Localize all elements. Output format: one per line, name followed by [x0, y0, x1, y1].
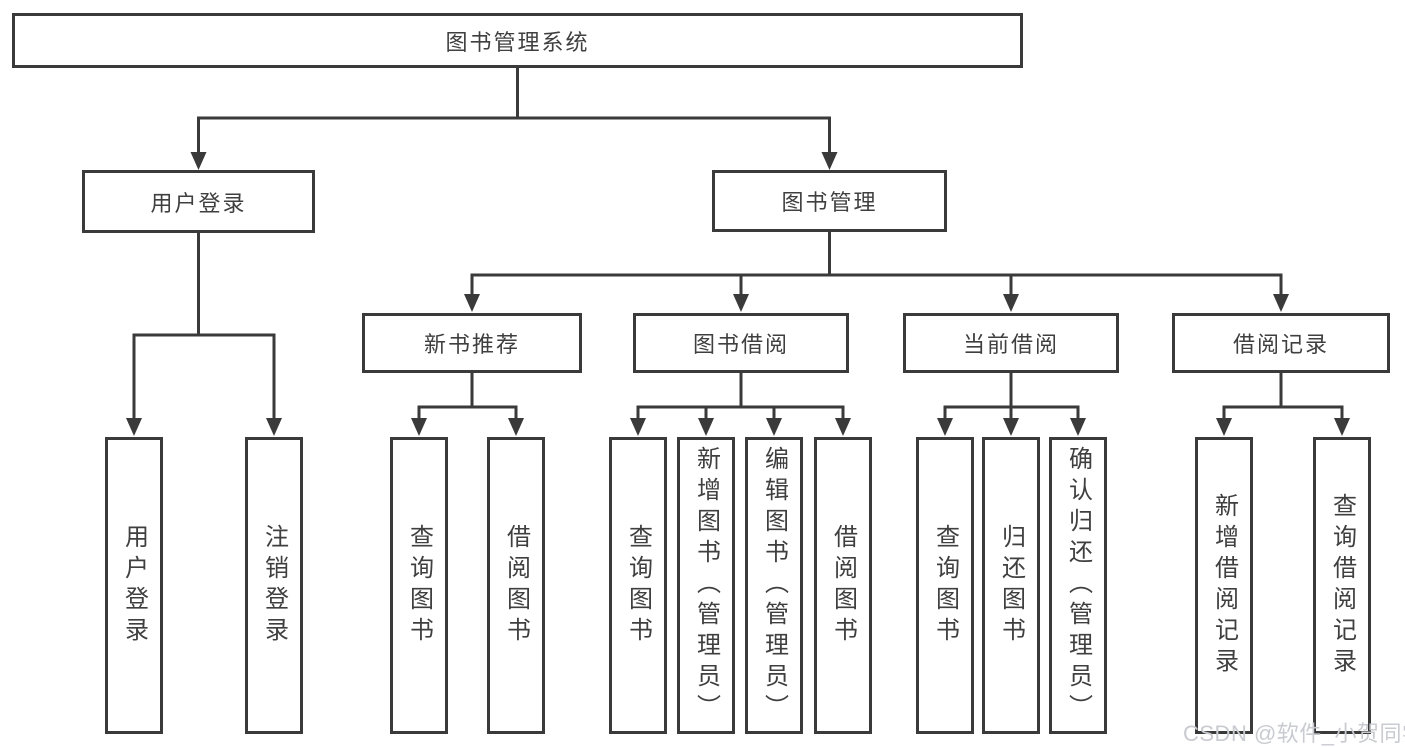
leaf-add-book-admin: 新增图书（管理员）: [677, 437, 735, 734]
node-new-book-recommend: 新书推荐: [362, 313, 582, 373]
arrow-down-icon: [411, 418, 427, 436]
arrow-down-icon: [1334, 418, 1350, 436]
leaf-label: 借阅图书: [502, 523, 530, 648]
arrow-down-icon: [698, 418, 714, 436]
arrow-down-icon: [126, 418, 142, 436]
arrow-down-icon: [630, 418, 646, 436]
leaf-label: 查询图书: [624, 523, 652, 648]
leaf-query-books-borrow: 查询图书: [609, 437, 667, 734]
arrow-down-icon: [464, 294, 480, 312]
leaf-label: 确认归还（管理员）: [1064, 446, 1092, 725]
leaf-label: 新增图书（管理员）: [692, 446, 720, 725]
arrow-down-icon: [1273, 294, 1289, 312]
node-book-management: 图书管理: [712, 170, 947, 232]
leaf-logout: 注销登录: [245, 437, 303, 734]
leaf-borrow-books: 借阅图书: [814, 437, 872, 734]
leaf-user-login: 用户登录: [105, 437, 163, 734]
leaf-edit-book-admin: 编辑图书（管理员）: [745, 437, 803, 734]
leaf-label: 归还图书: [997, 523, 1025, 648]
leaf-label: 编辑图书（管理员）: [760, 446, 788, 725]
leaf-label: 查询图书: [931, 523, 959, 648]
leaf-label: 借阅图书: [829, 523, 857, 648]
leaf-query-books-recommend: 查询图书: [390, 437, 448, 734]
leaf-confirm-return-admin: 确认归还（管理员）: [1049, 437, 1107, 734]
leaf-label: 注销登录: [260, 523, 288, 648]
leaf-add-borrow-record: 新增借阅记录: [1195, 437, 1253, 734]
arrow-down-icon: [266, 418, 282, 436]
arrow-down-icon: [835, 418, 851, 436]
connector-borrow-records: [1216, 373, 1350, 436]
connector-root: [190, 68, 838, 170]
leaf-query-books-current: 查询图书: [916, 437, 974, 734]
leaf-query-borrow-record: 查询借阅记录: [1313, 437, 1371, 734]
arrow-down-icon: [766, 418, 782, 436]
arrow-down-icon: [1003, 418, 1019, 436]
connector-user-login: [126, 233, 282, 436]
arrow-down-icon: [937, 418, 953, 436]
leaf-label: 查询借阅记录: [1328, 492, 1356, 679]
connector-book-borrow: [630, 373, 851, 436]
leaf-label: 用户登录: [120, 523, 148, 648]
connector-current-borrow: [937, 373, 1086, 436]
node-current-borrow: 当前借阅: [903, 313, 1119, 373]
arrow-down-icon: [1070, 418, 1086, 436]
leaf-borrow-books-recommend: 借阅图书: [487, 437, 545, 734]
leaf-return-books: 归还图书: [982, 437, 1040, 734]
arrow-down-icon: [1003, 294, 1019, 312]
arrow-down-icon: [508, 418, 524, 436]
arrow-down-icon: [1216, 418, 1232, 436]
arrow-down-icon: [190, 152, 207, 170]
csdn-watermark: CSDN @软件_小贺同学: [1183, 721, 1405, 746]
leaf-label: 查询图书: [405, 523, 433, 648]
node-book-borrow: 图书借阅: [633, 313, 849, 373]
node-root-system: 图书管理系统: [12, 13, 1023, 68]
arrow-down-icon: [821, 152, 838, 170]
connector-new-book-recommend: [411, 373, 524, 436]
leaf-label: 新增借阅记录: [1210, 492, 1238, 679]
node-borrow-records: 借阅记录: [1172, 313, 1390, 373]
arrow-down-icon: [733, 294, 749, 312]
connector-book-management: [464, 232, 1289, 312]
node-user-login: 用户登录: [82, 170, 315, 233]
